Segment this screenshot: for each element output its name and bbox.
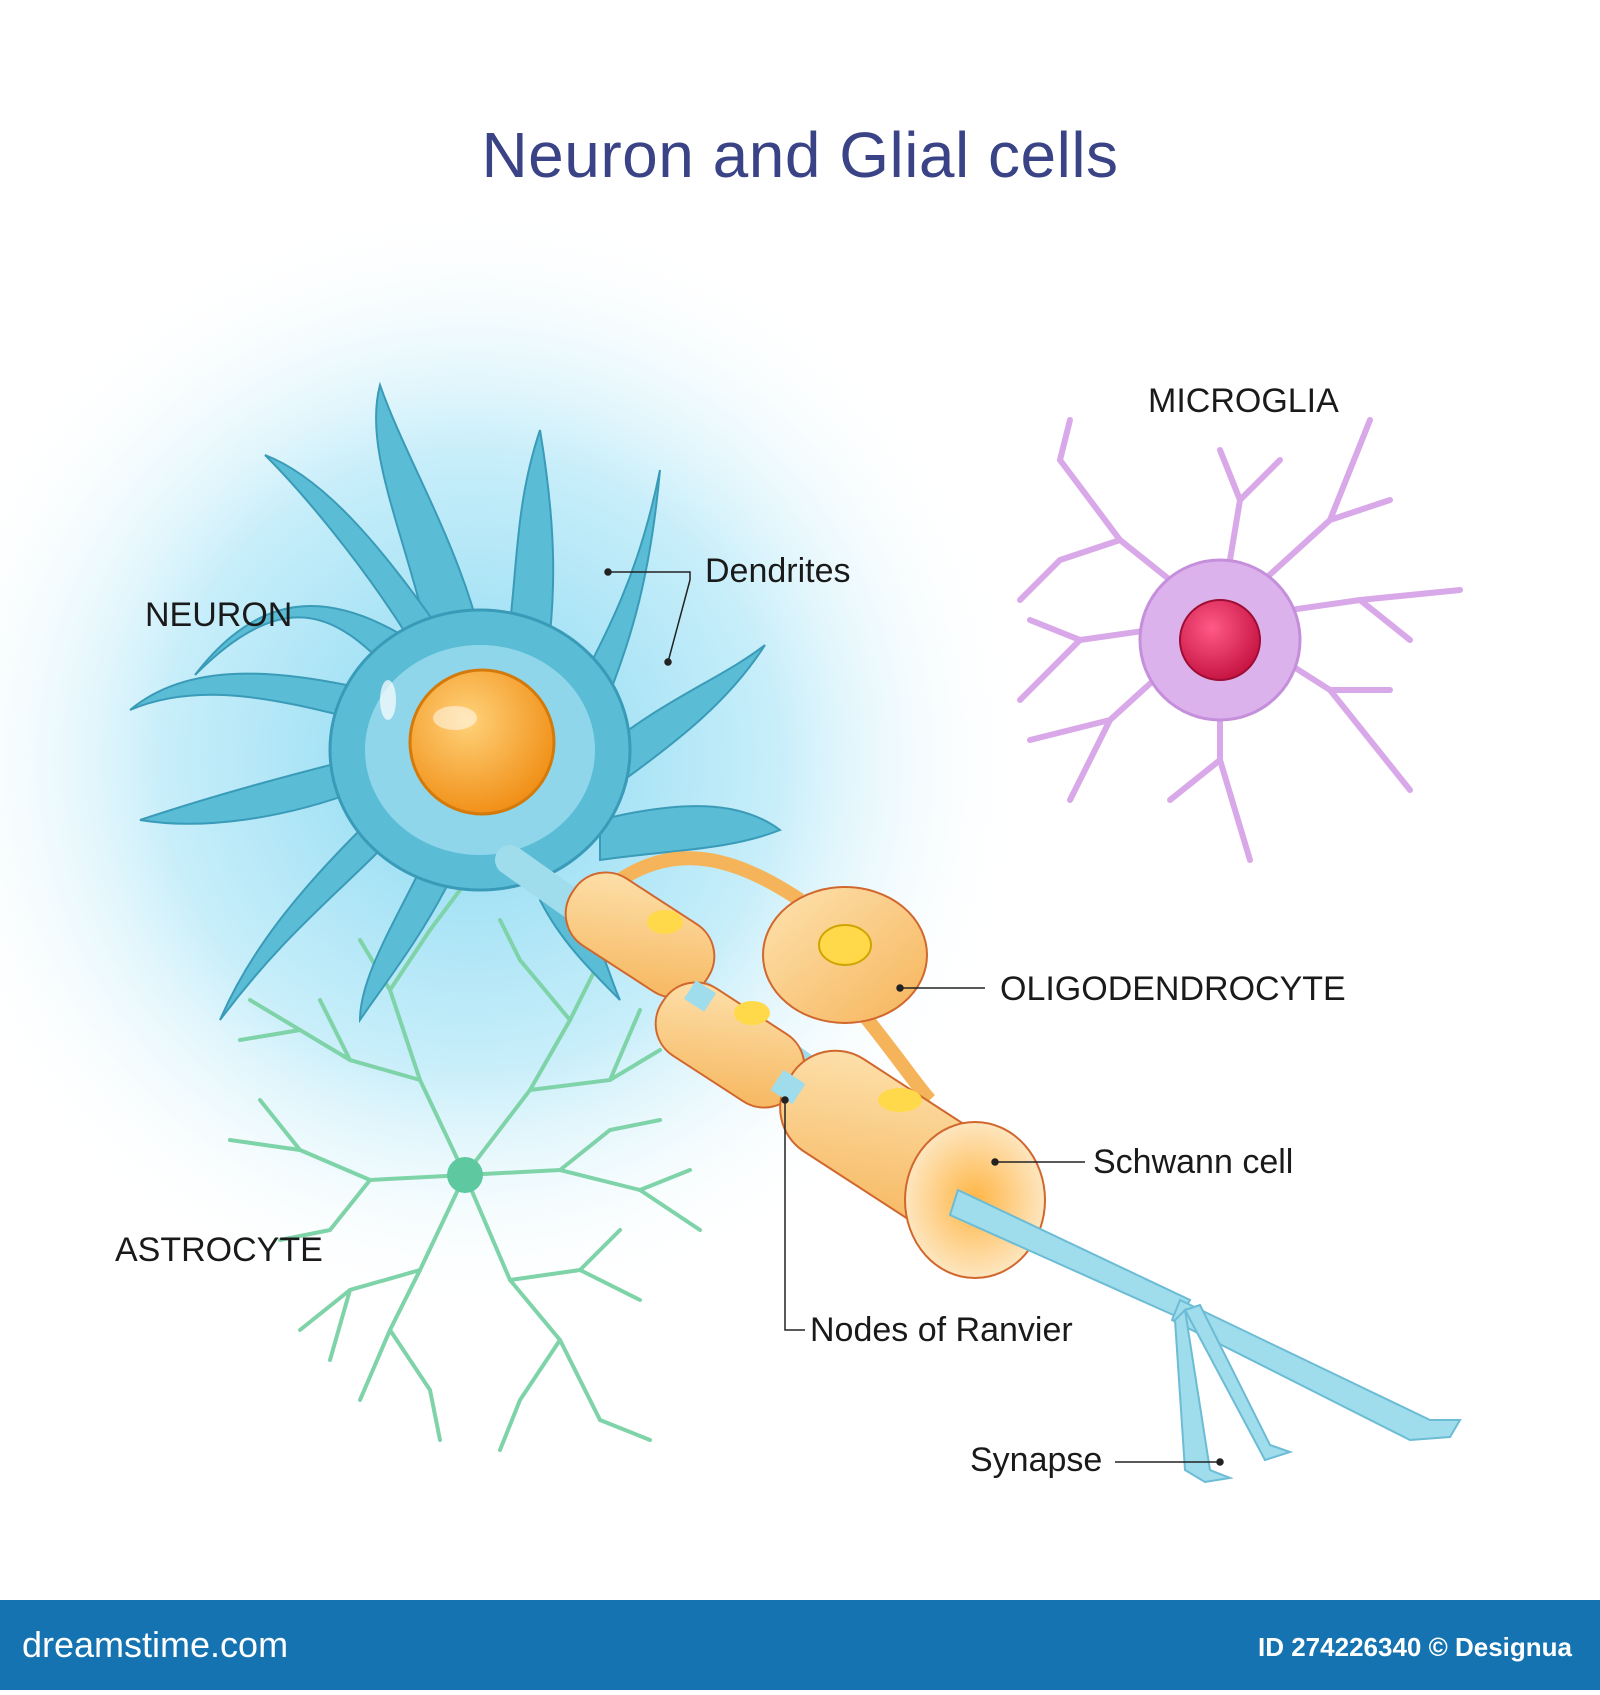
image-credit: ID 274226340 © Designua (1258, 1632, 1572, 1662)
astrocyte-cell (228, 888, 702, 1452)
label-neuron: NEURON (145, 596, 293, 634)
diagram-title: Neuron and Glial cells (481, 119, 1119, 191)
footer-bar: dreamstime.com ID 274226340 © Designua (0, 1600, 1600, 1690)
astrocyte-body (447, 1157, 483, 1193)
label-microglia: MICROGLIA (1148, 382, 1339, 420)
label-synapse: Synapse (970, 1441, 1103, 1479)
label-astrocyte: ASTROCYTE (115, 1231, 323, 1269)
axon-terminal (948, 1188, 1462, 1484)
label-dendrites: Dendrites (705, 552, 851, 590)
label-schwann-cell: Schwann cell (1093, 1143, 1294, 1181)
brand-logo[interactable]: dreamstime.com (22, 1624, 289, 1665)
label-nodes-of-ranvier: Nodes of Ranvier (810, 1311, 1073, 1349)
microglia-nucleus (1179, 599, 1261, 681)
leader-lines (604, 568, 1224, 1466)
oligodendrocyte-process (616, 851, 936, 1105)
node-of-ranvier (683, 980, 717, 1012)
node-of-ranvier (770, 1069, 806, 1105)
neuron-nucleus (408, 668, 556, 816)
label-oligodendrocyte: OLIGODENDROCYTE (1000, 970, 1346, 1008)
